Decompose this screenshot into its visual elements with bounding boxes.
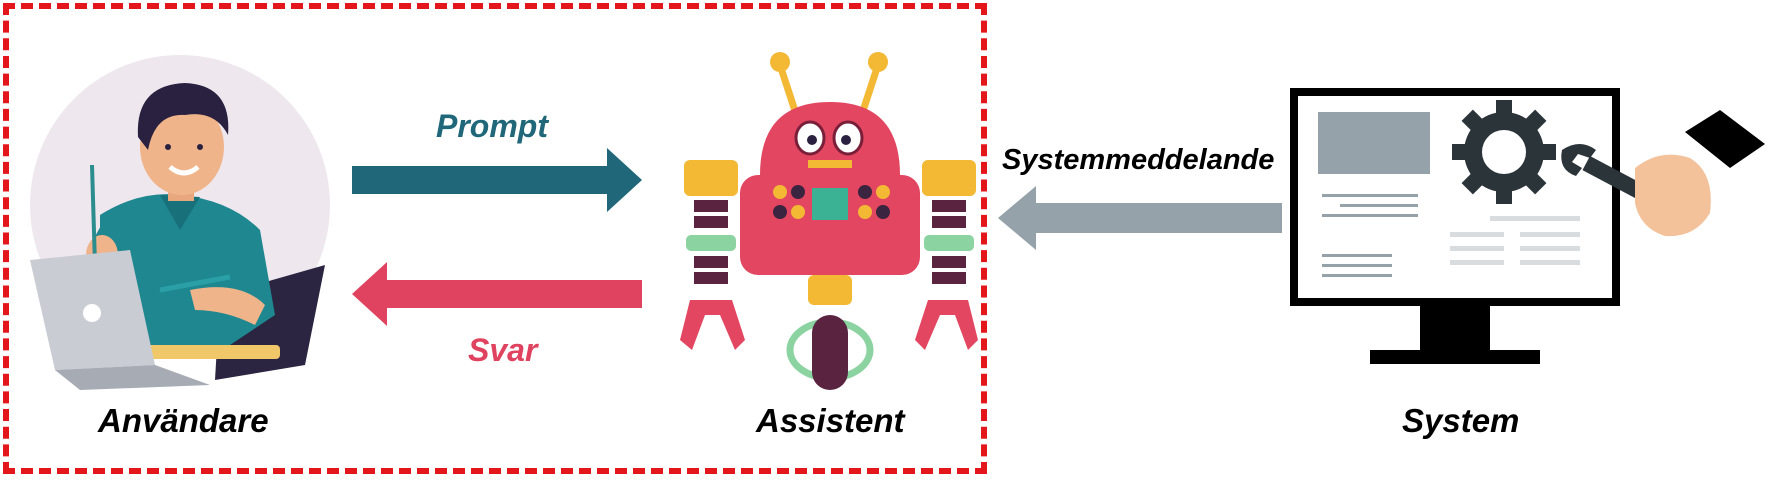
gear-icon — [1452, 100, 1556, 204]
response-label: Svar — [468, 332, 538, 368]
assistant-label: Assistent — [756, 402, 905, 439]
wrench-icon — [1561, 144, 1643, 199]
system-label: System — [1402, 402, 1520, 439]
response-arrow — [352, 262, 642, 326]
user-label: Användare — [98, 402, 269, 439]
monitor-with-gear-icon — [1290, 88, 1765, 364]
prompt-label: Prompt — [436, 108, 548, 144]
robot-icon — [680, 52, 978, 390]
system-message-label: Systemmeddelande — [1002, 144, 1275, 176]
system-message-arrow — [998, 186, 1282, 250]
person-with-laptop-icon — [30, 55, 330, 390]
prompt-arrow — [352, 148, 642, 212]
conversation-boundary — [3, 3, 987, 474]
